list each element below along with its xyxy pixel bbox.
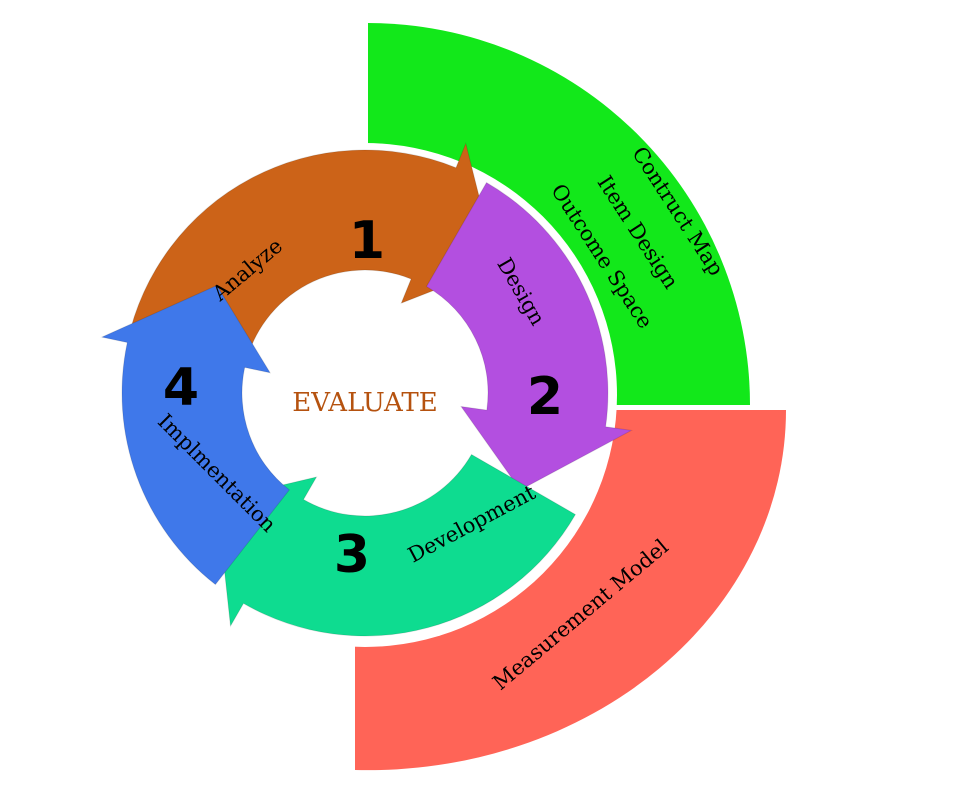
arrow-implementation [100, 284, 291, 586]
step-number-3: 3 [334, 525, 370, 585]
step-number-2: 2 [527, 367, 563, 427]
step-number-1: 1 [349, 211, 385, 271]
arrow-development [216, 453, 577, 637]
arrow-design [425, 181, 633, 491]
center-label: EVALUATE [292, 388, 437, 418]
step-number-4: 4 [163, 358, 199, 418]
